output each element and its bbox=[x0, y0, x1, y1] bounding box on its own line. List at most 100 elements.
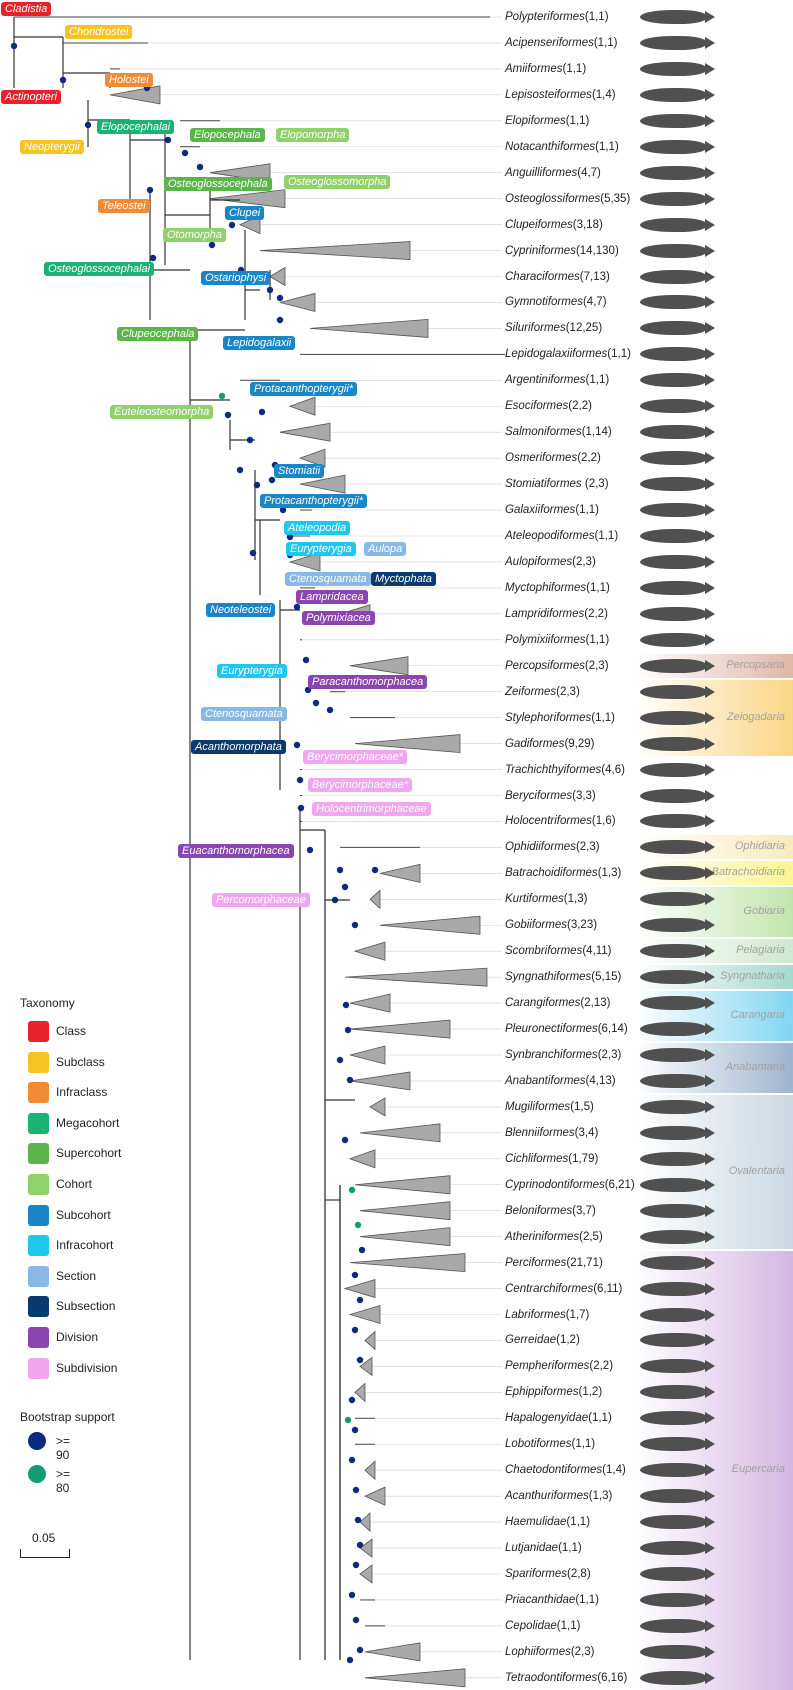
fish-silhouette-icon bbox=[640, 1281, 715, 1296]
leaf-name: Stomiatiformes bbox=[505, 478, 585, 491]
taxon-label: Euacanthomorphacea bbox=[178, 844, 294, 858]
leaf-label: Siluriformes(12,25) bbox=[505, 321, 602, 335]
legend-swatch bbox=[28, 1021, 49, 1042]
taxon-label: Holostei bbox=[105, 73, 153, 87]
bootstrap-node bbox=[346, 1076, 354, 1084]
leaf-label: Priacanthidae(1,1) bbox=[505, 1593, 599, 1607]
leaf-label: Salmoniformes(1,14) bbox=[505, 425, 612, 439]
fish-silhouette-icon bbox=[640, 866, 715, 881]
legend-swatch bbox=[28, 1082, 49, 1104]
leaf-count: (4,11) bbox=[582, 945, 612, 958]
series-band-label: Percopsaria bbox=[726, 658, 785, 671]
leaf-label: Scombriformes(4,11) bbox=[505, 944, 612, 958]
fish-silhouette-icon bbox=[640, 1618, 715, 1633]
series-band-label: Anabantaria bbox=[725, 1060, 785, 1073]
leaf-name: Beryciformes bbox=[505, 789, 573, 802]
bootstrap-node bbox=[354, 1516, 362, 1524]
collapsed-clade-triangle bbox=[369, 889, 381, 910]
taxon-label: Euteleosteomorpha bbox=[110, 405, 214, 419]
leaf-count: (6,11) bbox=[593, 1282, 623, 1295]
leaf-name: Amiiformes bbox=[505, 62, 563, 75]
collapsed-clade-triangle bbox=[348, 1149, 376, 1169]
taxon-label: Aulopa bbox=[364, 542, 407, 556]
collapsed-clade-triangle bbox=[209, 189, 286, 209]
leaf-label: Gobiiformes(3,23) bbox=[505, 918, 597, 932]
leaf-name: Hapalogenyidae bbox=[505, 1412, 589, 1425]
leaf-count: (1,1) bbox=[584, 11, 609, 23]
leaf-count: (1,1) bbox=[562, 62, 587, 75]
leaf-name: Ophidiiformes bbox=[505, 841, 576, 854]
taxon-label: Cladistia bbox=[1, 2, 52, 16]
collapsed-clade-triangle bbox=[364, 1642, 421, 1662]
leaf-count: (1,4) bbox=[602, 1464, 626, 1477]
legend-label: Cohort bbox=[56, 1177, 93, 1191]
leaf-count: (2,8) bbox=[567, 1568, 591, 1580]
fish-silhouette-icon bbox=[640, 1229, 715, 1244]
leaf-name: Lutjanidae bbox=[505, 1542, 559, 1555]
fish-silhouette-icon bbox=[640, 373, 715, 388]
leaf-count: (1,1) bbox=[588, 1412, 612, 1425]
leaf-count: (1,2) bbox=[556, 1334, 580, 1347]
leaf-name: Priacanthidae bbox=[505, 1593, 576, 1606]
leaf-count: (1,1) bbox=[575, 1593, 599, 1606]
leaf-name: Clupeiformes bbox=[505, 218, 573, 231]
fish-silhouette-icon bbox=[640, 840, 715, 855]
collapsed-clade-triangle bbox=[359, 1227, 451, 1247]
leaf-count: (4,6) bbox=[601, 763, 625, 776]
bootstrap-node bbox=[306, 846, 314, 854]
leaf-name: Lampridiformes bbox=[505, 607, 585, 620]
leaf-label: Lophiiformes(2,3) bbox=[505, 1645, 595, 1659]
leaf-count: (3,4) bbox=[574, 1126, 599, 1139]
leaf-name: Polypteriformes bbox=[505, 11, 585, 23]
taxon-label: Paracanthomorphacea bbox=[308, 675, 428, 689]
legend-label: Section bbox=[56, 1268, 97, 1283]
leaf-label: Lepisosteiformes(1,4) bbox=[505, 88, 616, 102]
collapsed-clade-triangle bbox=[259, 241, 411, 260]
leaf-count: (1,1) bbox=[565, 114, 590, 127]
taxon-label: Berycimorphaceae* bbox=[303, 750, 407, 764]
legend-swatch bbox=[28, 1051, 49, 1073]
leaf-count: (12,25) bbox=[565, 322, 603, 335]
bootstrap-label: >= 80 bbox=[56, 1467, 71, 1495]
bootstrap-node bbox=[341, 883, 349, 891]
bootstrap-dot-icon bbox=[28, 1432, 46, 1450]
leaf-label: Trachichthyiformes(4,6) bbox=[505, 763, 625, 777]
leaf-count: (1,1) bbox=[594, 530, 619, 542]
leaf-name: Cypriniformes bbox=[505, 244, 576, 257]
leaf-label: Aulopiformes(2,3) bbox=[505, 555, 596, 569]
series-band-label: Syngnatharia bbox=[720, 970, 785, 983]
leaf-count: (3,7) bbox=[572, 1204, 596, 1217]
fish-silhouette-icon bbox=[640, 10, 715, 24]
collapsed-clade-triangle bbox=[239, 214, 261, 235]
leaf-label: Pleuronectiformes(6,14) bbox=[505, 1022, 628, 1036]
leaf-name: Lepidogalaxiiformes bbox=[505, 348, 608, 361]
legend-swatch bbox=[28, 1265, 49, 1287]
bootstrap-node bbox=[336, 866, 344, 874]
leaf-label: Gerreidae(1,2) bbox=[505, 1333, 580, 1347]
leaf-label: Syngnathiformes(5,15) bbox=[505, 970, 621, 984]
leaf-count: (6,14) bbox=[597, 1023, 628, 1036]
leaf-label: Esociformes(2,2) bbox=[505, 399, 592, 413]
fish-silhouette-icon bbox=[640, 554, 715, 569]
taxon-label: Eurypterygia bbox=[286, 542, 356, 556]
collapsed-clade-triangle bbox=[359, 1564, 373, 1584]
leaf-count: (1,14) bbox=[581, 426, 612, 439]
leaf-label: Percopsiformes(2,3) bbox=[505, 659, 609, 673]
bootstrap-node bbox=[84, 121, 92, 129]
taxon-label: Actinopteri bbox=[1, 90, 61, 104]
fish-silhouette-icon bbox=[640, 113, 715, 128]
bootstrap-node bbox=[344, 1026, 352, 1034]
bootstrap-node bbox=[146, 186, 154, 194]
fish-silhouette-icon bbox=[640, 632, 715, 647]
bootstrap-node bbox=[356, 1646, 364, 1654]
series-band-label: Gobiaria bbox=[743, 905, 785, 918]
fish-silhouette-icon bbox=[640, 1567, 715, 1581]
fish-silhouette-icon bbox=[640, 1048, 715, 1062]
leaf-count: (2,2) bbox=[589, 1360, 614, 1373]
leaf-count: (14,130) bbox=[575, 244, 619, 257]
fish-silhouette-icon bbox=[640, 243, 715, 258]
leaf-label: Atheriniformes(2,5) bbox=[505, 1230, 603, 1244]
leaf-name: Characiformes bbox=[505, 270, 580, 283]
bootstrap-node bbox=[268, 476, 276, 484]
leaf-label: Synbranchiformes(2,3) bbox=[505, 1048, 621, 1062]
